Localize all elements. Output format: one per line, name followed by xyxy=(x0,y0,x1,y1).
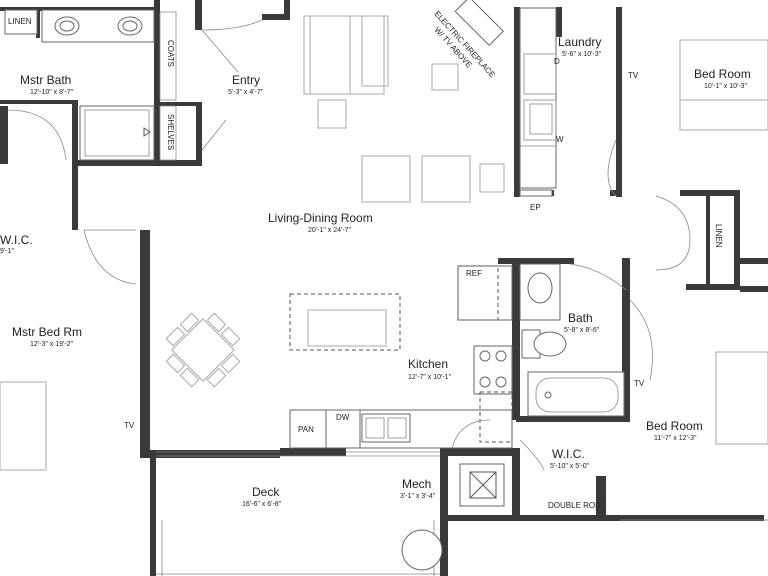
room-name-laundry: Laundry xyxy=(558,35,601,49)
room-dim-kitchen: 12'-7" x 10'-1" xyxy=(408,374,452,381)
room-dim-bath: 5'-8" x 8'-6" xyxy=(564,327,600,334)
label-dryer: D xyxy=(554,57,560,66)
room-dim-deck: 16'-6" x 6'-8" xyxy=(242,501,282,508)
room-name-kitchen: Kitchen xyxy=(408,357,448,371)
room-name-wic-left: W.I.C. xyxy=(0,233,33,247)
room-labels: Mstr Bath 12'-10" x 8'-7" Entry 5'-3" x … xyxy=(0,35,751,508)
label-ref: REF xyxy=(466,269,482,278)
room-name-mech: Mech xyxy=(402,477,431,491)
label-linen-right: LINEN xyxy=(714,224,723,248)
room-dim-mstr-bath: 12'-10" x 8'-7" xyxy=(30,89,74,96)
label-pan: PAN xyxy=(298,425,314,434)
room-dim-living: 20'-1" x 24'-7" xyxy=(308,227,352,234)
label-shelves: SHELVES xyxy=(166,114,175,150)
room-name-deck: Deck xyxy=(252,485,280,499)
label-linen-top: LINEN xyxy=(8,17,32,26)
room-name-bed-room-1: Bed Room xyxy=(694,67,751,81)
room-dim-entry: 5'-3" x 4'-7" xyxy=(228,89,264,96)
room-name-wic-right: W.I.C. xyxy=(552,447,585,461)
label-tv-mstr: TV xyxy=(124,421,135,430)
room-dim-laundry: 5'-6" x 10'-3" xyxy=(562,51,602,58)
room-name-bath: Bath xyxy=(568,311,593,325)
label-dw: DW xyxy=(336,413,350,422)
room-name-mstr-bed: Mstr Bed Rm xyxy=(12,325,82,339)
label-double-rod: DOUBLE ROD xyxy=(548,501,601,510)
room-dim-mech: 3'-1" x 3'-4" xyxy=(400,493,436,500)
room-dim-wic-right: 5'-10" x 5'-0" xyxy=(550,463,590,470)
room-dim-bed-room-2: 11'-7" x 12'-3" xyxy=(654,435,697,442)
label-tv-bed1: TV xyxy=(628,71,639,80)
label-coats: COATS xyxy=(166,40,175,67)
label-tv-bed2: TV xyxy=(634,379,645,388)
room-name-entry: Entry xyxy=(232,73,260,87)
room-dim-wic-left: 9'-1" xyxy=(0,248,14,255)
label-washer: W xyxy=(556,135,564,144)
room-name-living: Living-Dining Room xyxy=(268,211,373,225)
room-dim-bed-room-1: 10'-1" x 10'-3" xyxy=(704,83,748,90)
label-ep: EP xyxy=(530,203,541,212)
room-name-bed-room-2: Bed Room xyxy=(646,419,703,433)
room-name-mstr-bath: Mstr Bath xyxy=(20,73,71,87)
room-dim-mstr-bed: 12'-3" x 19'-2" xyxy=(30,341,74,348)
